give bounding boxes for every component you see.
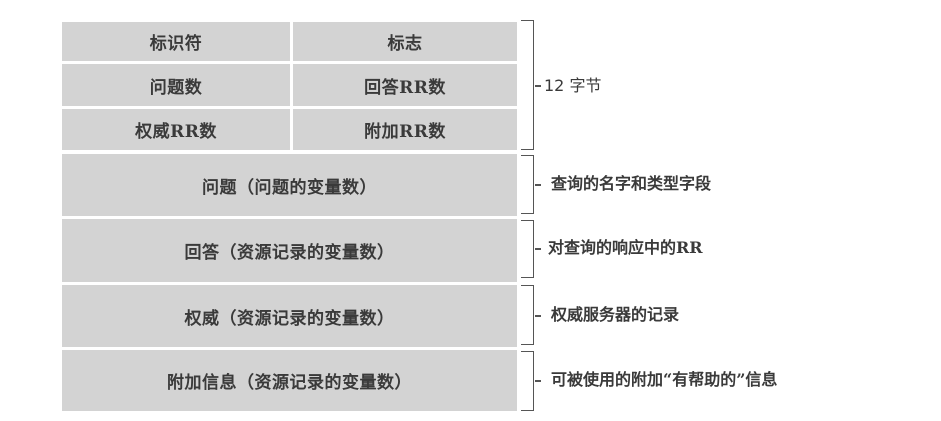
brace-tick	[535, 315, 541, 317]
annotation-12-bytes: 12 字节	[544, 76, 602, 95]
brace-additional	[521, 351, 534, 411]
section-label: 权威（资源记录的变量数）	[184, 308, 395, 329]
brace-tick	[535, 85, 541, 87]
field-authority-rr-count: 权威RR数	[62, 109, 290, 150]
field-identifier: 标识符	[62, 22, 290, 61]
section-answers: 回答（资源记录的变量数）	[62, 219, 517, 282]
field-label: 标识符	[149, 34, 203, 54]
section-label: 附加信息（资源记录的变量数）	[167, 373, 412, 393]
brace-authority	[521, 285, 534, 345]
annotation-questions: 查询的名字和类型字段	[551, 174, 712, 193]
brace-tick	[535, 380, 541, 382]
section-additional-info: 附加信息（资源记录的变量数）	[62, 350, 517, 411]
section-authority: 权威（资源记录的变量数）	[62, 285, 517, 347]
field-label: 标志	[387, 34, 423, 54]
field-additional-rr-count: 附加RR数	[293, 109, 517, 150]
field-label: 回答RR数	[364, 77, 446, 98]
field-label: 问题数	[149, 77, 203, 98]
field-label: 权威RR数	[135, 122, 217, 142]
section-label: 回答（资源记录的变量数）	[184, 243, 395, 263]
section-label: 问题（问题的变量数）	[202, 177, 377, 198]
brace-header	[521, 20, 534, 150]
annotation-answers: 对查询的响应中的RR	[548, 238, 703, 257]
field-question-count: 问题数	[62, 64, 290, 106]
field-answer-rr-count: 回答RR数	[293, 64, 517, 106]
brace-tick	[535, 184, 541, 186]
field-flags: 标志	[293, 22, 517, 61]
field-label: 附加RR数	[364, 122, 446, 142]
brace-answers	[521, 220, 534, 278]
annotation-authority: 权威服务器的记录	[551, 305, 680, 324]
section-questions: 问题（问题的变量数）	[62, 154, 517, 216]
brace-questions	[521, 155, 534, 214]
brace-tick	[535, 248, 541, 250]
annotation-additional: 可被使用的附加“有帮助的”信息	[551, 370, 778, 389]
